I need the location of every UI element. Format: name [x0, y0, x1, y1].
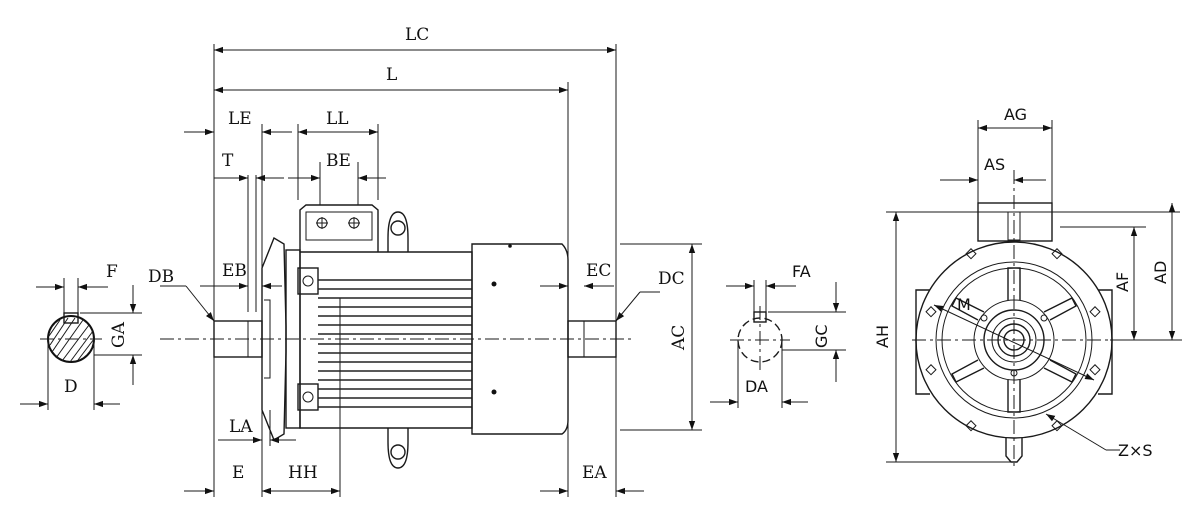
label-LE: LE: [228, 109, 252, 129]
end-view-terminal-box: [977, 202, 1053, 242]
label-L: L: [386, 65, 397, 85]
label-D: D: [64, 377, 78, 397]
label-HH: HH: [288, 463, 318, 483]
left-shaft-section: F GA D: [20, 262, 142, 410]
label-AD: AD: [1151, 261, 1170, 284]
label-BE: BE: [326, 151, 351, 171]
label-LL: LL: [326, 109, 349, 129]
label-AG: AG: [1004, 105, 1027, 124]
lifting-eye-bottom: [387, 428, 409, 469]
label-EB: EB: [222, 261, 247, 281]
label-DC: DC: [658, 269, 685, 289]
label-AF: AF: [1113, 272, 1132, 292]
label-DA: DA: [745, 377, 768, 396]
label-LC: LC: [405, 25, 429, 45]
cooling-fins: [318, 279, 472, 408]
label-T: T: [222, 151, 234, 171]
right-shaft-section: FA GC DA: [710, 262, 846, 408]
label-LA: LA: [229, 417, 253, 437]
label-GA: GA: [109, 321, 129, 348]
label-AS: AS: [984, 155, 1005, 174]
lifting-eye-top: [387, 211, 409, 252]
terminal-box: [299, 204, 379, 252]
label-ZxS: Z×S: [1118, 441, 1153, 460]
label-GC: GC: [812, 324, 831, 348]
side-view: LC L LE LL T BE EB DB EC DC: [148, 25, 702, 497]
label-AC: AC: [669, 325, 689, 351]
frame-body: [299, 251, 473, 429]
drive-shaft-right: [567, 320, 617, 358]
label-F: F: [106, 262, 118, 282]
fan-cover: [471, 243, 569, 435]
end-view: AG AS AH AF AD M Z×S: [873, 105, 1182, 470]
label-E: E: [232, 463, 244, 483]
label-M: M: [957, 295, 971, 314]
label-FA: FA: [792, 262, 811, 281]
label-AH: AH: [873, 325, 892, 348]
label-EA: EA: [582, 463, 607, 483]
label-EC: EC: [586, 261, 611, 281]
keyway: [63, 312, 79, 324]
label-DB: DB: [148, 267, 174, 287]
